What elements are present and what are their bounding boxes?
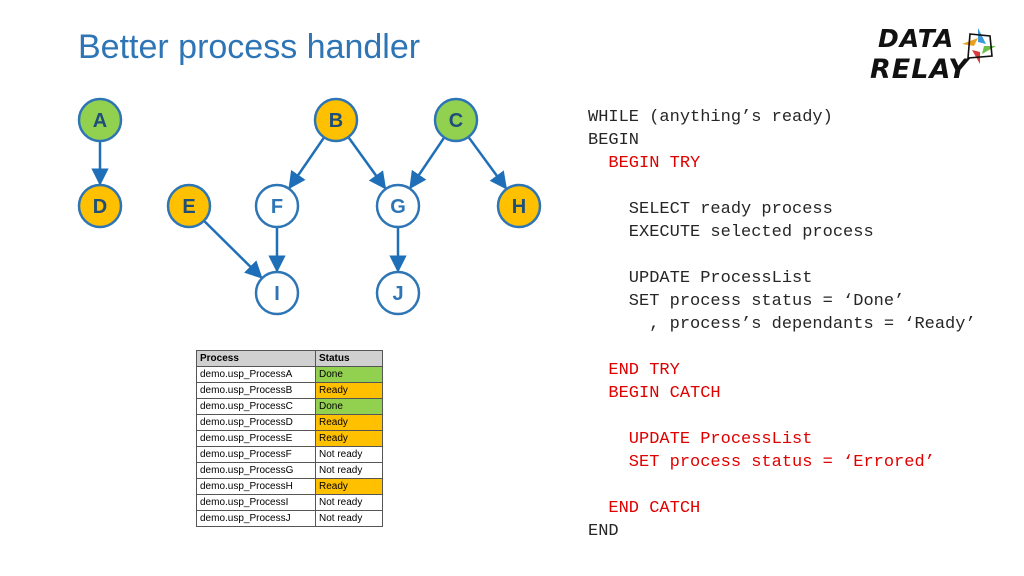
status-cell: Ready [315, 430, 383, 447]
status-cell: Ready [315, 382, 383, 399]
edge-b-g [347, 136, 387, 190]
logo-text-line2: RELAY [870, 54, 969, 85]
node-circle [77, 183, 123, 229]
code-line: UPDATE ProcessList [588, 269, 813, 288]
table-header-row: Process Status [196, 350, 383, 367]
node-circle [496, 183, 542, 229]
edge-b-f [288, 136, 326, 190]
code-line: UPDATE ProcessList [588, 430, 813, 449]
status-cell: Done [315, 366, 383, 383]
node-label: C [449, 110, 463, 132]
process-name-cell: demo.usp_ProcessB [196, 382, 316, 399]
relay-arrows-icon [962, 28, 996, 64]
node-h: H [496, 183, 542, 229]
code-line: EXECUTE selected process [588, 223, 874, 242]
code-line: END [588, 522, 619, 541]
process-name-cell: demo.usp_ProcessD [196, 414, 316, 431]
node-f: F [254, 183, 300, 229]
edge-e-i [203, 219, 263, 279]
status-cell: Ready [315, 414, 383, 431]
process-name-cell: demo.usp_ProcessE [196, 430, 316, 447]
node-circle [166, 183, 212, 229]
process-name-cell: demo.usp_ProcessG [196, 462, 316, 479]
status-cell: Not ready [315, 494, 383, 511]
node-i: I [254, 270, 300, 316]
node-b: B [313, 97, 359, 143]
node-circle [77, 97, 123, 143]
code-line: BEGIN [588, 131, 640, 150]
status-cell: Not ready [315, 462, 383, 479]
node-g: G [375, 183, 421, 229]
process-name-cell: demo.usp_ProcessC [196, 398, 316, 415]
node-d: D [77, 183, 123, 229]
graph-nodes: A B C D E F G H I J [77, 97, 542, 316]
node-label: B [329, 110, 343, 132]
code-line: WHILE (anything’s ready) [588, 108, 833, 127]
data-relay-logo: DATA RELAY [866, 22, 1006, 88]
graph-edges [91, 136, 508, 279]
node-circle [375, 270, 421, 316]
code-line: , process’s dependants = ‘Ready’ [588, 315, 976, 334]
code-line: SET process status = ‘Errored’ [588, 453, 935, 472]
node-circle [254, 183, 300, 229]
code-line: END CATCH [588, 499, 701, 518]
code-line: SELECT ready process [588, 200, 833, 219]
node-j: J [375, 270, 421, 316]
node-circle [375, 183, 421, 229]
code-line: SET process status = ‘Done’ [588, 292, 905, 311]
node-c: C [433, 97, 479, 143]
process-name-cell: demo.usp_ProcessJ [196, 510, 316, 527]
node-e: E [166, 183, 212, 229]
status-cell: Done [315, 398, 383, 415]
node-circle [433, 97, 479, 143]
node-label: I [274, 283, 280, 305]
edge-c-g [409, 136, 446, 190]
logo-text-line1: DATA [878, 24, 955, 53]
node-label: F [271, 196, 283, 218]
slide-title: Better process handler [78, 28, 421, 66]
process-name-cell: demo.usp_ProcessI [196, 494, 316, 511]
process-dependency-graph: A B C D E F G H I J [77, 97, 542, 316]
node-a: A [77, 97, 123, 143]
process-name-cell: demo.usp_ProcessA [196, 366, 316, 383]
node-label: J [392, 283, 403, 305]
node-circle [313, 97, 359, 143]
node-label: D [93, 196, 107, 218]
node-label: E [182, 196, 195, 218]
status-cell: Ready [315, 478, 383, 495]
process-name-cell: demo.usp_ProcessH [196, 478, 316, 495]
column-header-status: Status [315, 350, 383, 367]
process-name-cell: demo.usp_ProcessF [196, 446, 316, 463]
code-line: BEGIN TRY [588, 154, 701, 173]
node-label: H [512, 196, 526, 218]
code-line: BEGIN CATCH [588, 384, 721, 403]
node-circle [254, 270, 300, 316]
pseudo-code-block: WHILE (anything’s ready) BEGIN BEGIN TRY… [588, 106, 976, 543]
status-cell: Not ready [315, 446, 383, 463]
column-header-process: Process [196, 350, 316, 367]
node-label: G [390, 196, 406, 218]
status-cell: Not ready [315, 510, 383, 527]
code-line: END TRY [588, 361, 680, 380]
node-label: A [93, 110, 107, 132]
edge-c-h [467, 136, 508, 190]
